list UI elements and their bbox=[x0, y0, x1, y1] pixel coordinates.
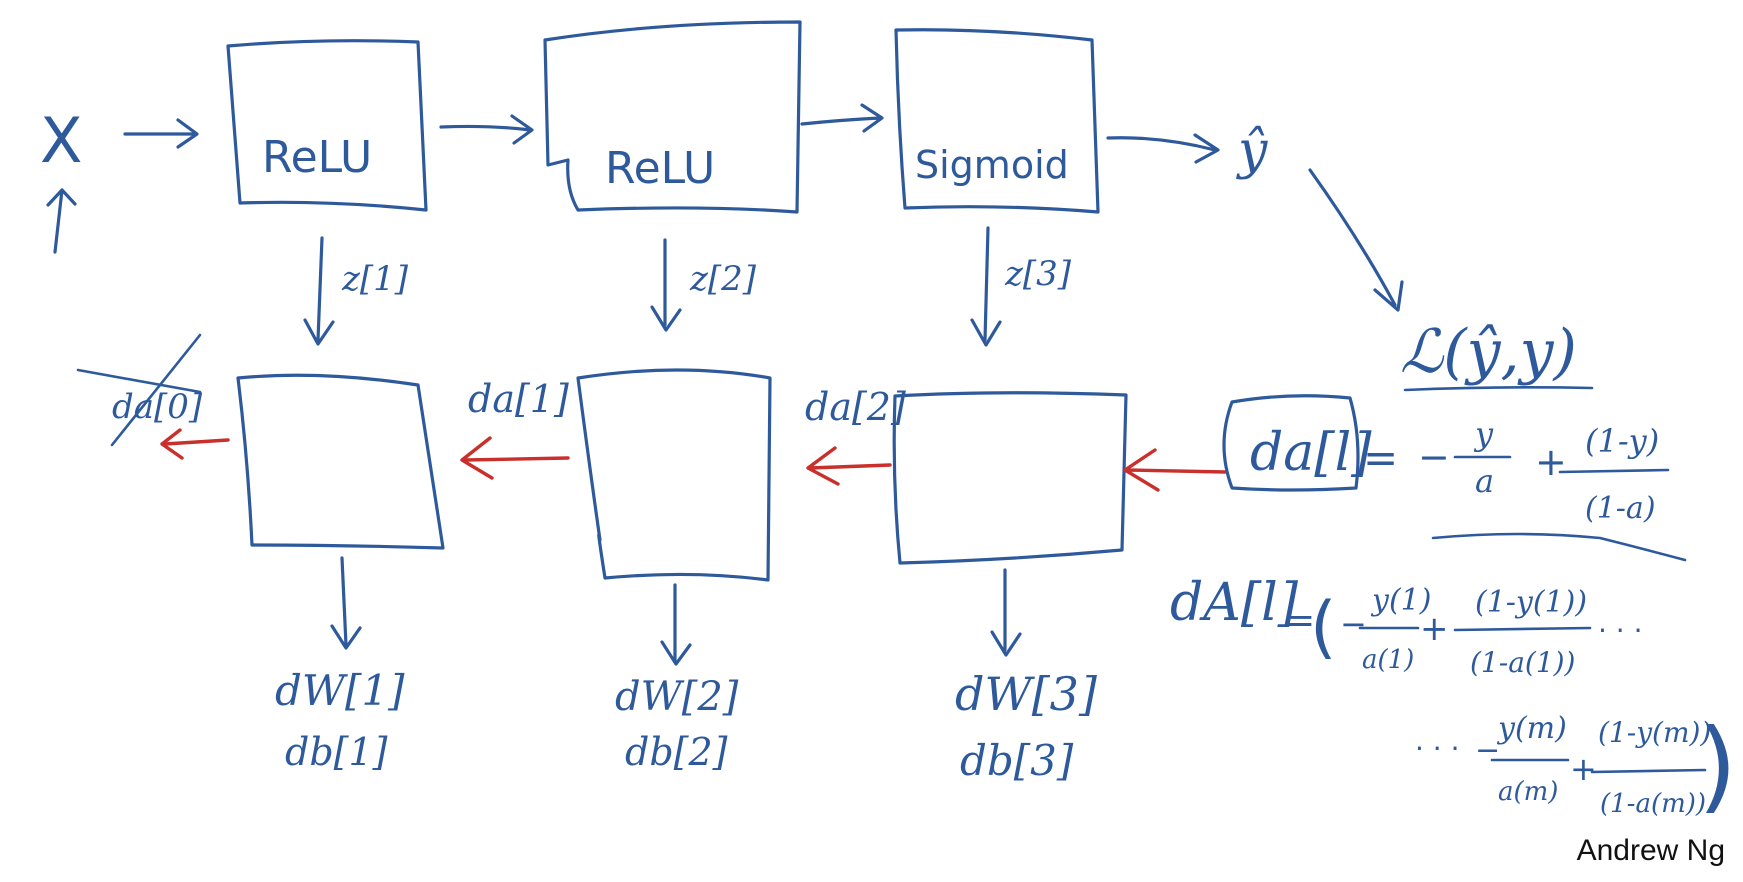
dA-formula-plus1: + bbox=[1420, 609, 1449, 649]
dA-formula-t3-den: a(m) bbox=[1498, 777, 1558, 807]
dA-formula-eq: = bbox=[1285, 600, 1315, 641]
dA-formula-t2-num: (1-y(1)) bbox=[1475, 585, 1587, 620]
cache-arrow-3 bbox=[970, 226, 1002, 347]
arrow-block1-to-block2 bbox=[439, 114, 534, 145]
dA-formula-t4-den: (1-a(m)) bbox=[1600, 789, 1706, 819]
grad-arrow-1 bbox=[330, 556, 362, 650]
dA-formula-t4-num: (1-y(m)) bbox=[1598, 716, 1711, 749]
grad-dw-2: dW[2] bbox=[615, 674, 739, 720]
dA-formula-dots1: · · · bbox=[1598, 614, 1643, 647]
da-formula-underline bbox=[1431, 532, 1687, 562]
dA-formula-t1-sign: − bbox=[1340, 605, 1367, 643]
dA-formula-open: ( bbox=[1310, 588, 1337, 667]
dA-formula-t3-num: y(m) bbox=[1496, 711, 1567, 746]
grad-arrow-2 bbox=[660, 583, 692, 666]
cache-arrow-1 bbox=[303, 236, 335, 346]
backward-block-2 bbox=[576, 368, 772, 582]
grad-db-2: db[2] bbox=[625, 730, 728, 774]
da-formula-t1-den: a bbox=[1475, 462, 1494, 500]
dA-formula-t3-sign: − bbox=[1475, 733, 1500, 768]
arrow-x-to-block1 bbox=[123, 118, 199, 149]
red-arrow-block3-to-block2 bbox=[806, 446, 892, 486]
red-arrow-block1-out bbox=[160, 428, 230, 460]
forward-block-3-label: Sigmoid bbox=[915, 143, 1069, 187]
dA-formula-dots2: · · · bbox=[1415, 732, 1460, 765]
arrow-block2-to-block3 bbox=[800, 103, 884, 133]
forward-block-1 bbox=[226, 39, 428, 212]
cache-label-3: z[3] bbox=[1004, 254, 1072, 294]
dA-formula-t1-num: y(1) bbox=[1370, 583, 1431, 618]
dA-formula-t4-bar bbox=[1590, 768, 1707, 774]
da-formula-t1-sign: − bbox=[1418, 435, 1450, 479]
da-formula-eq: = bbox=[1363, 433, 1398, 482]
backward-input-2: da[2] bbox=[805, 385, 906, 429]
arrow-output-to-loss bbox=[1308, 168, 1404, 312]
strike-da0 bbox=[76, 333, 202, 447]
red-arrow-final-to-block3 bbox=[1123, 448, 1227, 492]
da-formula-t2-num: (1-y) bbox=[1585, 422, 1659, 460]
cache-label-2: z[2] bbox=[689, 259, 757, 299]
loss-underline bbox=[1403, 386, 1594, 392]
grad-arrow-3 bbox=[990, 568, 1022, 657]
backward-input-1: da[1] bbox=[468, 377, 569, 421]
output-yhat-label: ŷ bbox=[1236, 121, 1268, 181]
input-x-label: X bbox=[40, 104, 82, 177]
grad-dw-3: dW[3] bbox=[955, 667, 1097, 721]
forward-block-2 bbox=[543, 20, 802, 214]
forward-block-1-label: ReLU bbox=[262, 132, 372, 183]
dA-formula-lhs: dA[l] bbox=[1170, 573, 1299, 633]
arrow-block3-to-output bbox=[1106, 133, 1220, 164]
da-final-label: da[l] bbox=[1250, 423, 1372, 483]
da-final-box bbox=[1222, 394, 1360, 492]
da-formula-t1-num: y bbox=[1473, 415, 1494, 453]
forward-block-3 bbox=[894, 28, 1100, 214]
grad-dw-1: dW[1] bbox=[275, 666, 405, 715]
dA-formula-t1-den: a(1) bbox=[1362, 645, 1414, 675]
grad-db-1: db[1] bbox=[285, 730, 388, 774]
cache-arrow-2 bbox=[650, 238, 682, 332]
grad-db-3: db[3] bbox=[960, 736, 1074, 785]
forward-block-2-label: ReLU bbox=[605, 143, 715, 194]
red-arrow-block2-to-block1 bbox=[460, 436, 570, 480]
loss-label: ℒ(ŷ,y) bbox=[1400, 317, 1577, 387]
dA-formula-plus2: + bbox=[1570, 750, 1597, 788]
backward-block-1 bbox=[236, 373, 445, 550]
dA-formula-t2-bar bbox=[1453, 626, 1592, 632]
backward-block-3 bbox=[892, 391, 1128, 565]
input-up-arrow bbox=[46, 188, 77, 254]
backward-input-0: da[0] bbox=[112, 387, 203, 427]
da-formula-t2-sign: + bbox=[1535, 440, 1567, 484]
da-formula-t2-bar bbox=[1558, 468, 1670, 474]
author-credit: Andrew Ng bbox=[1576, 834, 1725, 867]
dA-formula-close: ) bbox=[1698, 707, 1737, 824]
cache-label-1: z[1] bbox=[341, 259, 409, 299]
dA-formula-t2-den: (1-a(1)) bbox=[1470, 646, 1575, 679]
da-formula-t2-den: (1-a) bbox=[1585, 491, 1656, 526]
